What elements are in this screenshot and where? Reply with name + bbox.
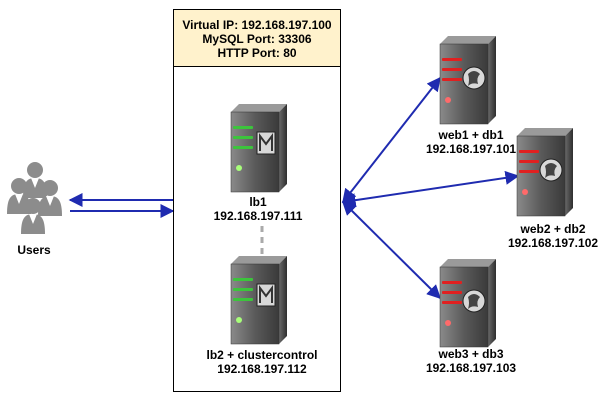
load-balancer-container	[173, 66, 341, 392]
node-lb2-ip: 192.168.197.112	[217, 362, 307, 376]
server-lb2-icon	[230, 256, 287, 345]
server-web1-icon	[439, 36, 496, 125]
server-lb1-icon	[230, 104, 287, 193]
node-web2-label: web2 + db2 192.168.197.102	[508, 222, 598, 250]
virtual-ip-label: Virtual IP: 192.168.197.100	[182, 18, 332, 32]
virtual-ip-box: Virtual IP: 192.168.197.100 MySQL Port: …	[173, 9, 341, 67]
mysql-port-label: MySQL Port: 33306	[202, 32, 312, 46]
http-port-label: HTTP Port: 80	[217, 46, 297, 60]
node-web3-name: web3 + db3	[438, 347, 504, 361]
node-web1-ip: 192.168.197.101	[425, 142, 517, 156]
node-lb1-ip: 192.168.197.111	[213, 209, 303, 223]
node-web3-label: web3 + db3 192.168.197.103	[426, 347, 516, 375]
arrow-lb-web2	[341, 170, 520, 208]
server-web3-icon	[439, 259, 496, 348]
server-web2-icon	[516, 128, 573, 217]
arrow-lb-web3	[342, 201, 441, 299]
node-web2-ip: 192.168.197.102	[507, 236, 599, 250]
node-lb1-name: lb1	[249, 195, 267, 209]
node-lb1-label: lb1 192.168.197.111	[214, 195, 303, 223]
users-label: Users	[17, 243, 51, 257]
node-web1-label: web1 + db1 192.168.197.101	[426, 128, 516, 156]
users-group-icon	[7, 162, 62, 234]
node-lb2-label: lb2 + clustercontrol 192.168.197.112	[206, 348, 317, 376]
node-web1-name: web1 + db1	[438, 128, 504, 142]
node-web2-name: web2 + db2	[520, 222, 586, 236]
node-lb2-name: lb2 + clustercontrol	[206, 348, 318, 362]
node-web3-ip: 192.168.197.103	[425, 361, 517, 375]
